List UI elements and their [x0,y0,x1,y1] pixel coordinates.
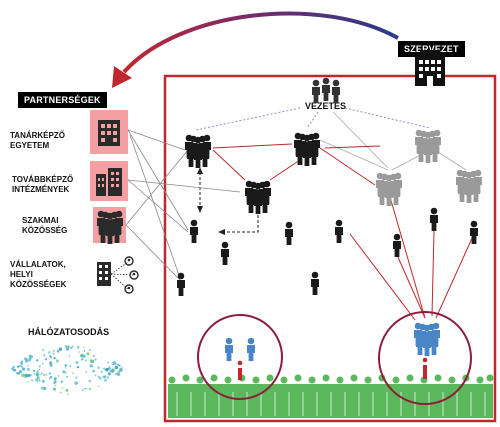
university-building-icon [98,120,120,146]
team-group-icon [415,130,441,163]
organization-building-icon [415,50,445,86]
institution-buildings-icon [96,168,122,196]
network-cloud-icon [11,345,123,396]
org-title-badge: SZERVEZET [398,41,465,57]
team-group-icon [376,173,402,206]
partners-title-badge: PARTNERSÉGEK [18,92,107,108]
team-group-icon [185,135,211,168]
partner-links [125,129,241,281]
leadership-icon [312,77,340,103]
organization-frame [163,74,497,423]
partnership-arrowhead [112,66,132,88]
focus-circle-left [197,314,283,400]
professional-community-icon [97,211,123,244]
partnership-arrow [122,11,399,74]
leadership-links [195,107,431,131]
team-group-icon [456,170,482,203]
team-group-icon [245,181,271,214]
gray-links [319,111,467,171]
dashed-links [199,172,259,233]
external-groups [376,130,482,206]
staff-groups [185,133,320,214]
networking-label: HÁLÓZATOSODÁS [28,327,110,337]
leadership-label: VEZETÉS [305,101,347,111]
company-network-icon [97,256,139,294]
red-links [212,143,474,321]
team-group-icon [294,133,320,166]
community-crowd [168,374,494,418]
focus-circle-right [378,311,472,405]
